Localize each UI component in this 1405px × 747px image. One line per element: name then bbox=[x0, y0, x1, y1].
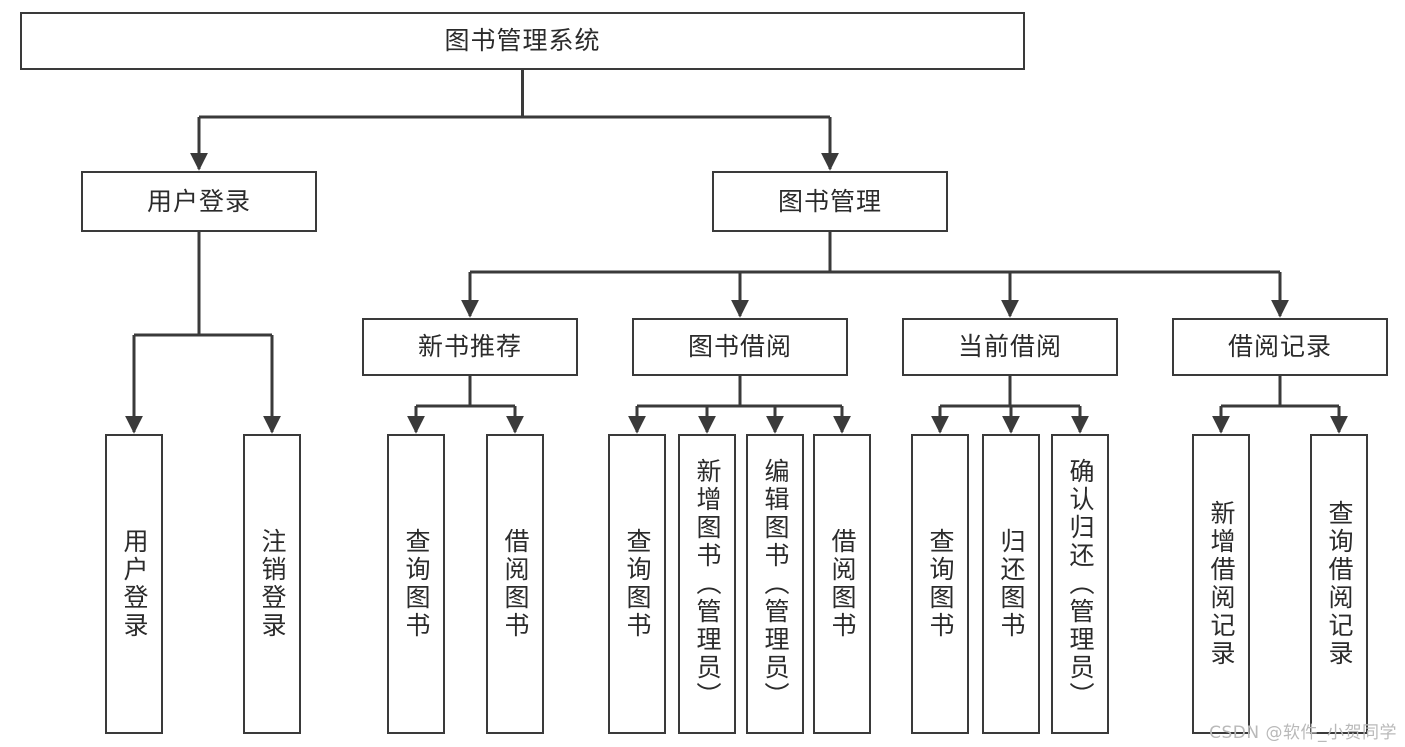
node-leaf-query-book-3[interactable]: 查询图书 bbox=[911, 434, 969, 734]
node-label-leaf-add-book: 新增图书（管理员） bbox=[693, 458, 722, 710]
node-label-book-manage: 图书管理 bbox=[777, 186, 882, 216]
node-label-leaf-query-record: 查询借阅记录 bbox=[1325, 500, 1354, 668]
node-book-borrow[interactable]: 图书借阅 bbox=[632, 318, 848, 376]
node-root[interactable]: 图书管理系统 bbox=[20, 12, 1025, 70]
node-label-leaf-add-record: 新增借阅记录 bbox=[1207, 500, 1236, 668]
node-leaf-borrow-book-1[interactable]: 借阅图书 bbox=[486, 434, 544, 734]
node-current-borrow[interactable]: 当前借阅 bbox=[902, 318, 1118, 376]
node-book-manage[interactable]: 图书管理 bbox=[712, 171, 948, 232]
node-label-user-login: 用户登录 bbox=[146, 186, 251, 216]
node-user-login[interactable]: 用户登录 bbox=[81, 171, 317, 232]
node-leaf-add-book[interactable]: 新增图书（管理员） bbox=[678, 434, 736, 734]
node-new-book-recommend[interactable]: 新书推荐 bbox=[362, 318, 578, 376]
node-label-leaf-edit-book: 编辑图书（管理员） bbox=[761, 458, 790, 710]
node-label-leaf-query-book-1: 查询图书 bbox=[402, 528, 431, 640]
node-label-leaf-return-book: 归还图书 bbox=[997, 528, 1026, 640]
node-borrow-record[interactable]: 借阅记录 bbox=[1172, 318, 1388, 376]
node-label-leaf-query-book-3: 查询图书 bbox=[926, 528, 955, 640]
node-leaf-add-record[interactable]: 新增借阅记录 bbox=[1192, 434, 1250, 734]
node-leaf-edit-book[interactable]: 编辑图书（管理员） bbox=[746, 434, 804, 734]
node-label-leaf-user-login: 用户登录 bbox=[120, 528, 149, 640]
node-leaf-confirm-return[interactable]: 确认归还（管理员） bbox=[1051, 434, 1109, 734]
watermark-label: CSDN @软件_小贺同学 bbox=[1209, 723, 1397, 743]
node-label-leaf-confirm-return: 确认归还（管理员） bbox=[1066, 458, 1095, 710]
node-label-book-borrow: 图书借阅 bbox=[687, 332, 792, 362]
node-leaf-return-book[interactable]: 归还图书 bbox=[982, 434, 1040, 734]
node-label-current-borrow: 当前借阅 bbox=[957, 332, 1062, 362]
node-leaf-query-book-2[interactable]: 查询图书 bbox=[608, 434, 666, 734]
node-label-leaf-user-logout: 注销登录 bbox=[258, 528, 287, 640]
node-label-leaf-borrow-book-2: 借阅图书 bbox=[828, 528, 857, 640]
node-leaf-query-book-1[interactable]: 查询图书 bbox=[387, 434, 445, 734]
node-leaf-borrow-book-2[interactable]: 借阅图书 bbox=[813, 434, 871, 734]
node-leaf-user-logout[interactable]: 注销登录 bbox=[243, 434, 301, 734]
node-label-borrow-record: 借阅记录 bbox=[1227, 332, 1332, 362]
node-leaf-user-login[interactable]: 用户登录 bbox=[105, 434, 163, 734]
node-label-leaf-query-book-2: 查询图书 bbox=[623, 528, 652, 640]
node-label-root: 图书管理系统 bbox=[444, 26, 601, 56]
node-leaf-query-record[interactable]: 查询借阅记录 bbox=[1310, 434, 1368, 734]
node-label-leaf-borrow-book-1: 借阅图书 bbox=[501, 528, 530, 640]
node-label-new-book-recommend: 新书推荐 bbox=[417, 332, 522, 362]
